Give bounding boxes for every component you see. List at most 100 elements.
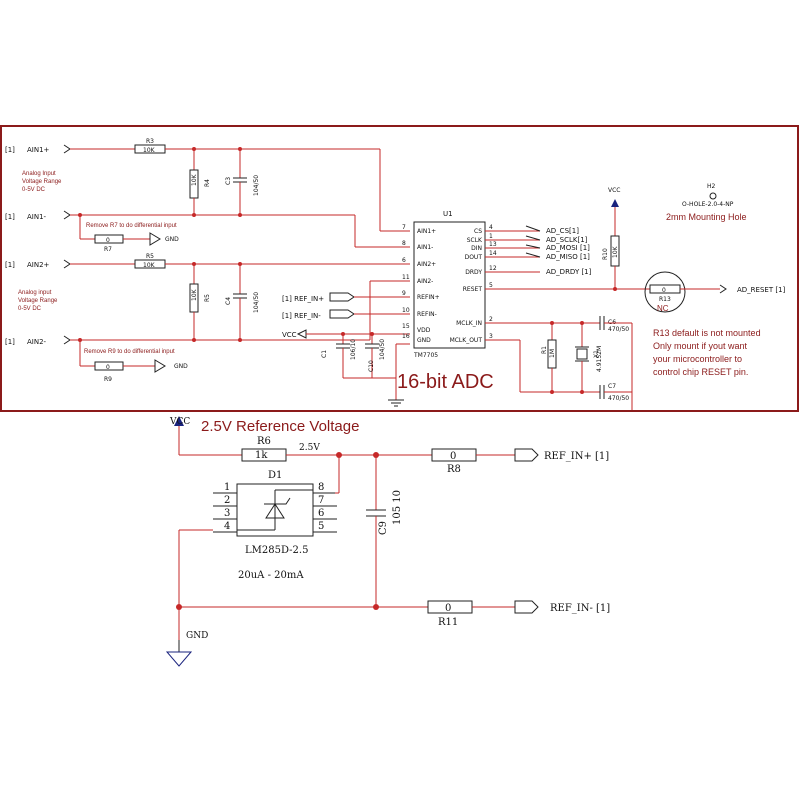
chip-pin-name: RESET (463, 286, 483, 293)
chip-pin-number: 16 (402, 333, 410, 340)
r5-value: 10K (191, 288, 198, 301)
r13-note-line4: control chip RESET pin. (653, 367, 748, 377)
c1-ref: C1 (321, 350, 328, 358)
r5c-value: 10K (143, 262, 156, 269)
chip-pin-number: 5 (489, 282, 493, 289)
d1-pin-number: 3 (224, 508, 230, 519)
r1-ref: R1 (541, 346, 548, 354)
r13-note-line1: R13 default is not mounted (653, 328, 761, 338)
chip-pin-name: CS (474, 228, 482, 235)
d1-pin-number: 5 (318, 521, 324, 532)
vcc-arrow-ref (174, 416, 184, 426)
chip-u1-ref: U1 (443, 210, 453, 218)
chip-pin-name: AIN2- (417, 278, 433, 285)
d1-pin-number: 7 (318, 495, 324, 506)
crystal-x1 (576, 348, 588, 360)
chip-pin-number: 4 (489, 224, 493, 231)
zener-icon (265, 503, 285, 519)
gnd-label-r9: GND (174, 363, 188, 370)
port-label-refinn: [1] REF_IN- (282, 312, 321, 320)
d1-current: 20uA - 20mA (238, 570, 304, 581)
note-range2-line3: 0-5V DC (18, 306, 42, 312)
r11-ref: R11 (438, 617, 458, 628)
mounting-hole-icon (709, 192, 717, 200)
d1-pin-number: 6 (318, 508, 324, 519)
h2-ref: H2 (707, 183, 716, 190)
port-arrow-ain2n (63, 335, 71, 345)
adc-title: 16-bit ADC (397, 371, 494, 393)
d1-pin-number: 1 (224, 482, 230, 493)
chip-u1-part: TM7705 (413, 352, 438, 359)
c4-ref: C4 (225, 297, 232, 305)
chip-pin-number: 8 (402, 240, 406, 247)
note-range1-line1: Analog Input (22, 171, 56, 177)
d1-ref: D1 (268, 470, 282, 481)
chip-pin-name: DOUT (465, 254, 483, 261)
port-label-ain2p: AIN2+ (27, 261, 50, 269)
chip-pin-name: DRDY (465, 269, 482, 276)
chip-pin-name: DIN (471, 245, 482, 252)
chip-pin-number: 9 (402, 290, 406, 297)
port-ad-sclk: AD_SCLK[1] (546, 236, 588, 244)
port-sheet-ref-ain1n: [1] (5, 213, 15, 221)
chip-pin-number: 1 (489, 233, 493, 240)
vcc-label-ref: VCC (169, 417, 190, 427)
r13-ref: R13 (659, 296, 671, 303)
r13-nc-label: NC (657, 304, 669, 313)
r3-value: 10K (143, 147, 156, 154)
port-flag-ref-out-p (514, 448, 539, 462)
port-label-ain2n: AIN2- (27, 338, 47, 346)
chip-pin-number: 7 (402, 224, 406, 231)
c4-value: 104/50 (253, 292, 260, 313)
port-flag-ref-out-n (514, 600, 539, 614)
port-flag-refinn (329, 309, 355, 319)
port-ad-cs: AD_CS[1] (546, 227, 579, 235)
port-sheet-ref-ain2n: [1] (5, 338, 15, 346)
r4-ref: R4 (204, 179, 211, 187)
r10-value: 10K (612, 245, 619, 258)
port-arrow-ain2p (63, 259, 71, 269)
note-range1-line3: 0-5V DC (22, 187, 46, 193)
chip-pin-number: 2 (489, 316, 493, 323)
vcc-label-adc: VCC (282, 331, 297, 339)
c10-ref: C10 (368, 360, 375, 372)
chip-pin-number: 3 (489, 333, 493, 340)
c7-value: 470/50 (608, 395, 629, 402)
vcc-label-reset: VCC (608, 187, 620, 194)
c9-value: 105 10 (392, 490, 403, 525)
gnd-symbol-r7 (149, 232, 161, 246)
port-flag-refinp (329, 292, 355, 302)
note-remove-r9: Remove R9 to do differential input (84, 349, 175, 355)
port-label-ain1p: AIN1+ (27, 146, 50, 154)
chip-pin-number: 14 (489, 250, 497, 257)
zener-bar (264, 497, 291, 505)
adc-frame (0, 125, 799, 412)
r8-ref: R8 (447, 464, 461, 475)
chip-pin-name: VDD (417, 327, 431, 334)
chip-pin-name: AIN2+ (417, 261, 436, 268)
port-ad-miso: AD_MISO [1] (546, 253, 590, 261)
r9-ref: R9 (104, 376, 112, 383)
note-range1-line2: Voltage Range (22, 179, 62, 185)
r5-ref: R5 (204, 294, 211, 302)
c3-value: 104/50 (253, 175, 260, 196)
x1-ref: X1 (593, 350, 600, 358)
port-ad-mosi: AD_MOSI [1] (546, 244, 590, 252)
r6-ref: R6 (257, 436, 271, 447)
h2-part: O-HOLE-2.0-4-NP (682, 201, 734, 208)
ref-title: 2.5V Reference Voltage (201, 418, 359, 435)
r13-note-line3: your microcontroller to (653, 354, 742, 364)
r4-value: 10K (191, 173, 198, 186)
port-label-refinp: [1] REF_IN+ (282, 295, 324, 303)
chip-pin-number: 13 (489, 241, 497, 248)
chip-pin-name: REFIN- (417, 311, 437, 318)
chip-pin-name: AIN1- (417, 244, 433, 251)
gnd-label-r7: GND (165, 236, 179, 243)
d1-part: LM285D-2.5 (245, 545, 308, 556)
d1-pin-number: 8 (318, 482, 324, 493)
ref-out-n: REF_IN- [1] (550, 603, 610, 614)
gnd-symbol-r9 (154, 359, 166, 373)
c9-ref: C9 (378, 521, 389, 535)
port-arrow-ain1n (63, 210, 71, 220)
